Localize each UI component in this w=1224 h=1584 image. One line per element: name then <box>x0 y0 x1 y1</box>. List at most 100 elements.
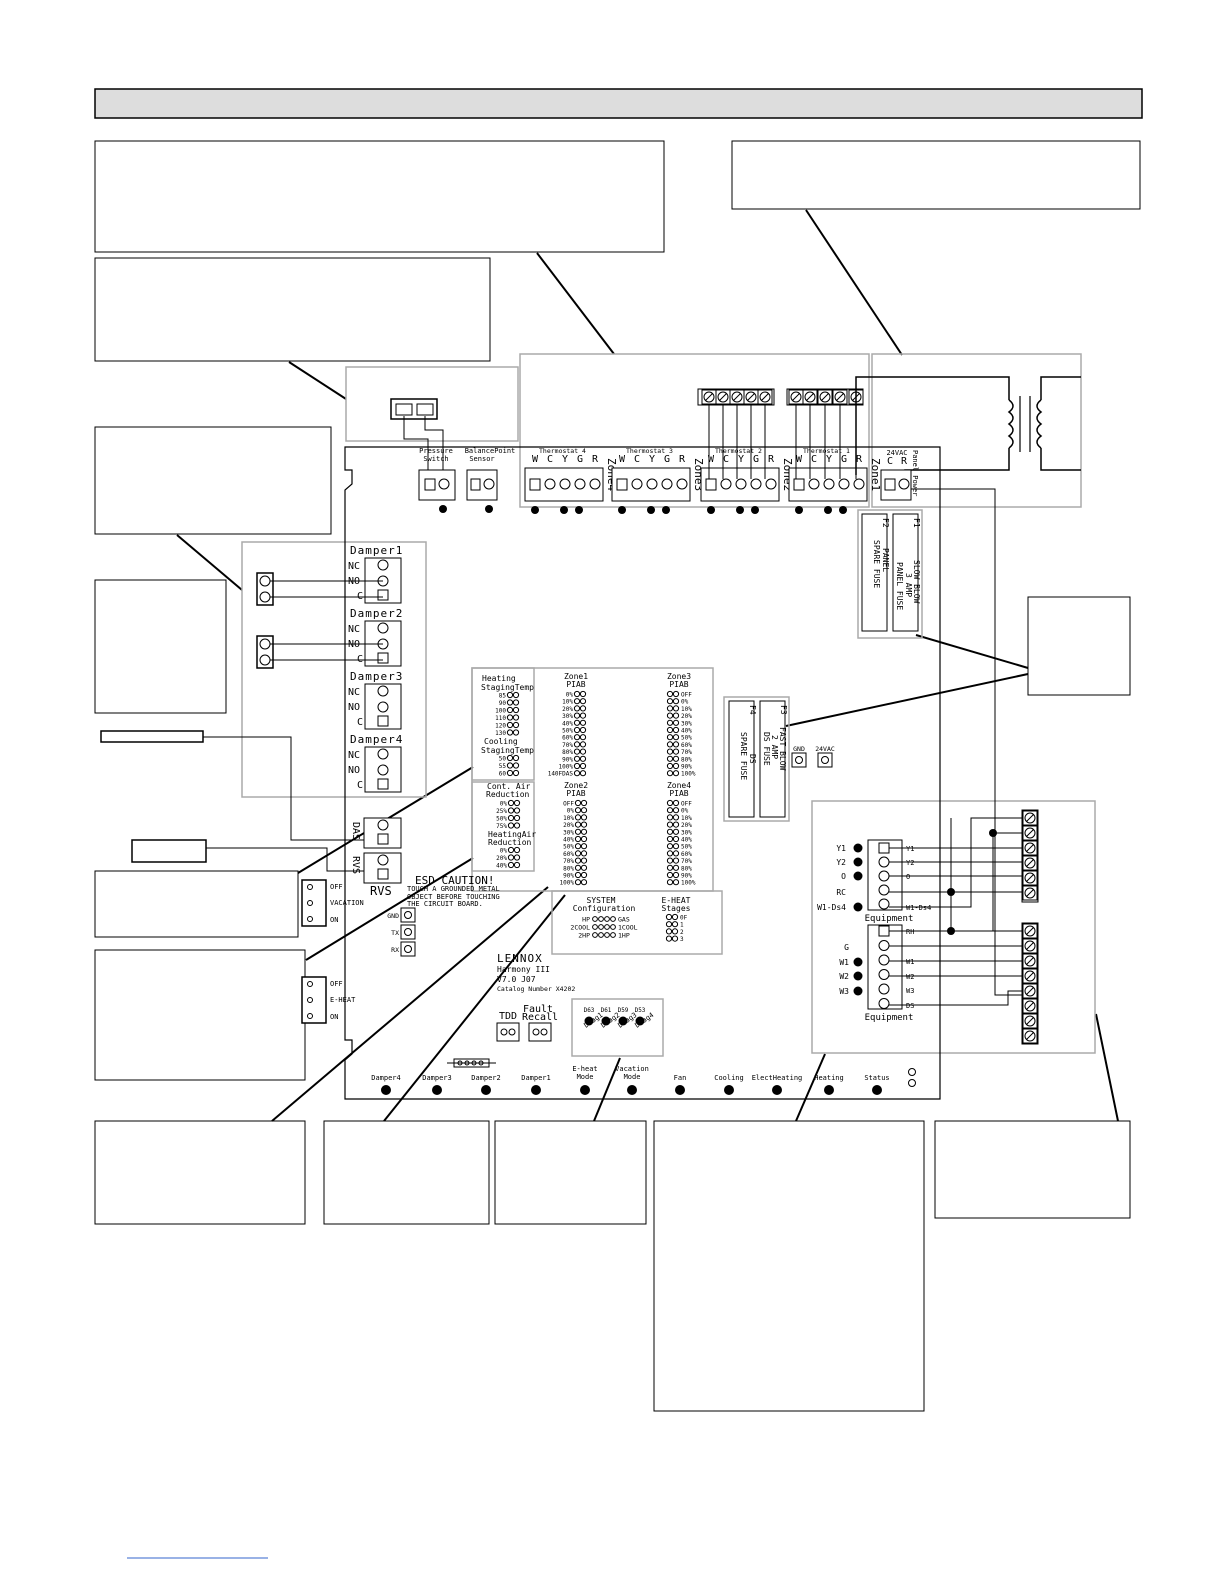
fuse-f2-label: SPARE FUSE <box>872 540 881 588</box>
dip-label: 0F <box>680 915 688 922</box>
screw-slot <box>1026 859 1034 867</box>
dip-pin <box>672 857 680 864</box>
dip-pin <box>672 762 680 770</box>
sysconf-pin <box>592 932 598 938</box>
sysconf-pin <box>604 924 610 930</box>
equipment-pin <box>878 884 890 896</box>
terminal-letter: R <box>768 454 775 465</box>
dip-pin <box>574 814 582 821</box>
dip-label: 20% <box>496 855 507 862</box>
equipment-bottom-right-label: W3 <box>906 987 914 995</box>
dip-label: 100 <box>495 708 506 715</box>
dip-pin <box>672 705 680 712</box>
dip-pin <box>666 828 674 835</box>
dip-pin <box>580 843 588 850</box>
led-dot <box>839 506 847 514</box>
eheat-stages-title: E-HEAT <box>662 896 691 905</box>
dip-pin <box>506 699 514 706</box>
sysconf-right-label: GAS <box>618 916 630 924</box>
dip-pin <box>507 822 515 829</box>
led-dot <box>724 1085 734 1095</box>
dip-label: 140FDAS <box>548 771 574 778</box>
comm-label: TX <box>391 929 399 937</box>
pressure-switch-label: Pressure <box>419 447 453 455</box>
pressure-switch-pin <box>424 478 436 491</box>
eheat-switch-label: OFF <box>330 980 343 988</box>
terminal-pin <box>838 478 850 490</box>
dip-pin <box>666 857 674 864</box>
dip-pin <box>507 854 515 861</box>
rvs-big-label: RVS <box>370 884 392 898</box>
dip-label: 0% <box>500 848 508 855</box>
dip-pin <box>506 721 514 729</box>
equipment-top-right-label: W1-Ds4 <box>906 904 931 912</box>
dip-label: 100% <box>560 880 575 887</box>
dip-pin <box>506 762 514 769</box>
equipment-bottom-right-label: W2 <box>906 973 914 981</box>
equipment-pin <box>878 940 890 951</box>
eheat-switch <box>301 976 327 1024</box>
dip-pin <box>665 921 673 928</box>
dip-pin <box>672 835 680 843</box>
fuse-f3 <box>759 700 786 818</box>
callout-diag <box>494 1120 647 1225</box>
led-label: Status <box>864 1074 889 1082</box>
equipment-pin <box>878 969 890 980</box>
dip-pin <box>666 698 674 705</box>
dip-pin <box>579 762 587 770</box>
dip-pin <box>666 762 674 770</box>
cont-air-title: Cont. Air <box>487 782 531 791</box>
sysconf-pin <box>598 924 604 930</box>
heating-air-title: Reduction <box>488 838 532 847</box>
esd-text: TOUCH A GROUNDED METAL <box>407 885 500 893</box>
dip-label: 110 <box>495 715 506 722</box>
dip-pin <box>666 850 674 857</box>
dip-pin <box>666 843 674 850</box>
terminal-letter: G <box>664 454 670 465</box>
led-dot <box>853 843 863 853</box>
board-model: Harmony III <box>497 965 550 974</box>
status-pin <box>908 1068 916 1076</box>
dip-pin <box>512 762 520 769</box>
das-pin <box>377 833 389 845</box>
dip-label: 60% <box>681 851 692 858</box>
system-config-title: SYSTEM <box>587 896 616 905</box>
piab-title: Zone3 <box>667 672 691 681</box>
dip-pin <box>672 734 680 741</box>
dip-pin <box>672 748 680 755</box>
dip-label: 0% <box>500 801 508 808</box>
damper-pin-c <box>377 652 389 664</box>
dip-label: 0% <box>567 808 575 815</box>
dip-pin <box>507 846 515 854</box>
terminal-pin <box>559 478 571 490</box>
terminal-letter: G <box>841 454 847 465</box>
dip-label: 40% <box>681 837 692 844</box>
equipment-bottom-left-label: W3 <box>839 987 849 996</box>
dip-pin <box>665 913 673 921</box>
thermostat-label: Thermostat 3 <box>626 447 673 455</box>
dip-pin <box>665 935 673 942</box>
dip-label: 90% <box>563 873 574 880</box>
equipment-top-right-label: Y2 <box>906 859 914 867</box>
terminal-letter: R <box>592 454 599 465</box>
led-label: Damper2 <box>471 1074 501 1082</box>
dip-label: 80% <box>563 865 574 872</box>
led-dot <box>853 871 863 881</box>
dip-label: 0% <box>681 699 689 706</box>
callout-eheat <box>94 949 306 1081</box>
terminal-pin <box>589 478 601 490</box>
dip-pin <box>672 814 680 821</box>
piab-title: Zone2 <box>564 781 588 790</box>
eheat-switch-pin <box>307 981 313 987</box>
terminal-letter: C <box>811 454 817 465</box>
dip-pin <box>666 864 674 871</box>
rvs-label: RVS <box>350 856 361 874</box>
rvs-pin <box>377 868 389 880</box>
tdd-pin <box>508 1028 516 1036</box>
screw-slot <box>806 393 814 401</box>
callout-system-config <box>94 1120 306 1225</box>
piab-title: PIAB <box>566 789 585 798</box>
vac-label: 24VAC <box>815 745 835 753</box>
dip-pin <box>580 857 588 864</box>
